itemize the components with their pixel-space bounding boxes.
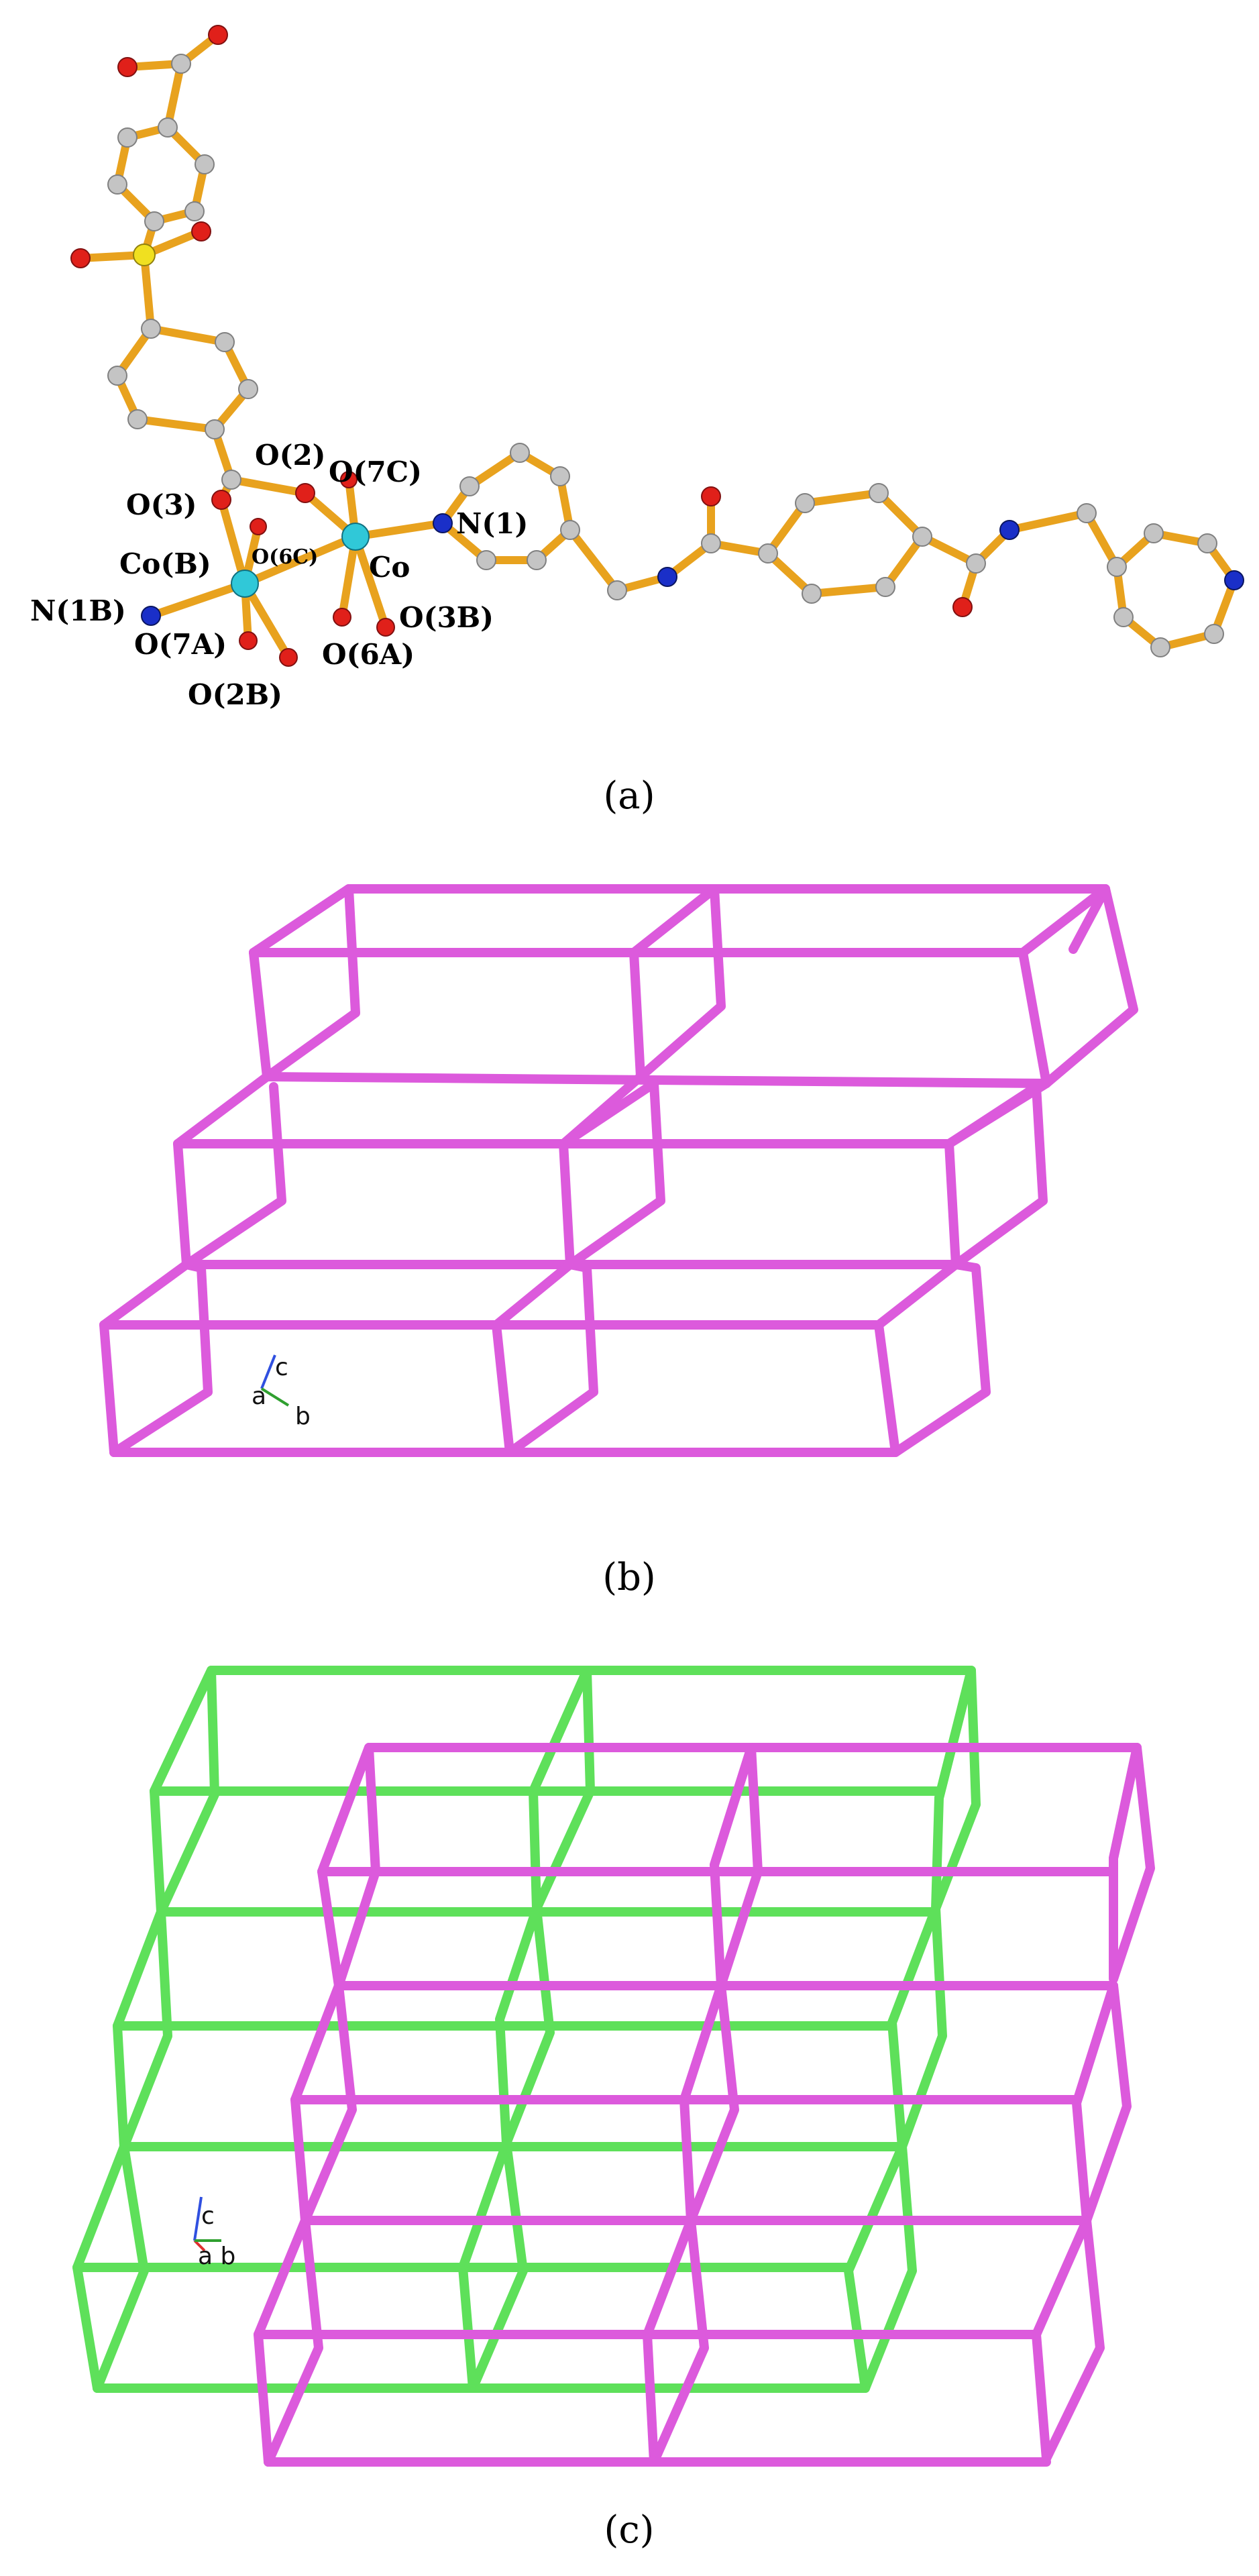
axis-triad-c: c a b: [193, 2196, 235, 2270]
label-o7a: O(7A): [134, 628, 227, 661]
carbon-atoms: [107, 54, 1224, 657]
label-o3: O(3): [126, 488, 197, 521]
label-cob: Co(B): [119, 547, 211, 580]
panel-label-c: (c): [604, 2508, 654, 2552]
panel-label-b: (b): [602, 1556, 656, 1599]
panel-a-molecule: O(2) O(7C) O(3) N(1) Co(B) O(6C) Co N(1B…: [30, 25, 1244, 818]
label-o2b: O(2B): [188, 678, 282, 711]
panel-label-a: (a): [603, 774, 655, 818]
axis-label-c: c: [275, 1354, 288, 1381]
cobalt-atom-cob: [231, 570, 259, 598]
label-n1b: N(1B): [30, 594, 126, 627]
label-n1: N(1): [456, 507, 528, 540]
axis-triad-b: c a b: [252, 1354, 311, 1430]
atom-labels: O(2) O(7C) O(3) N(1) Co(B) O(6C) Co N(1B…: [30, 439, 528, 711]
axis-label-b: b: [295, 1403, 311, 1430]
oxygen-atoms: [70, 25, 973, 667]
magenta-net-c: [254, 1743, 1155, 2467]
axis-label-ab: a b: [198, 2243, 235, 2270]
label-o3b: O(3B): [399, 601, 494, 634]
axis-label-a: a: [252, 1383, 266, 1410]
panel-c-network: c a b (c): [72, 1666, 1155, 2552]
cobalt-atom-co: [341, 523, 370, 551]
panel-b-network: c a b (b): [99, 884, 1138, 1599]
magenta-net: [99, 884, 1138, 1457]
label-o6c: O(6C): [252, 545, 318, 569]
axis-label-c2: c: [201, 2202, 215, 2230]
nitrogen-atoms: [141, 513, 1244, 626]
green-net: [72, 1666, 981, 2393]
label-o2: O(2): [255, 439, 326, 472]
label-co: Co: [369, 551, 410, 584]
label-o7c: O(7C): [329, 455, 422, 488]
label-o6a: O(6A): [322, 638, 415, 671]
sulfur-atom: [133, 244, 156, 266]
atoms: [70, 25, 1244, 667]
